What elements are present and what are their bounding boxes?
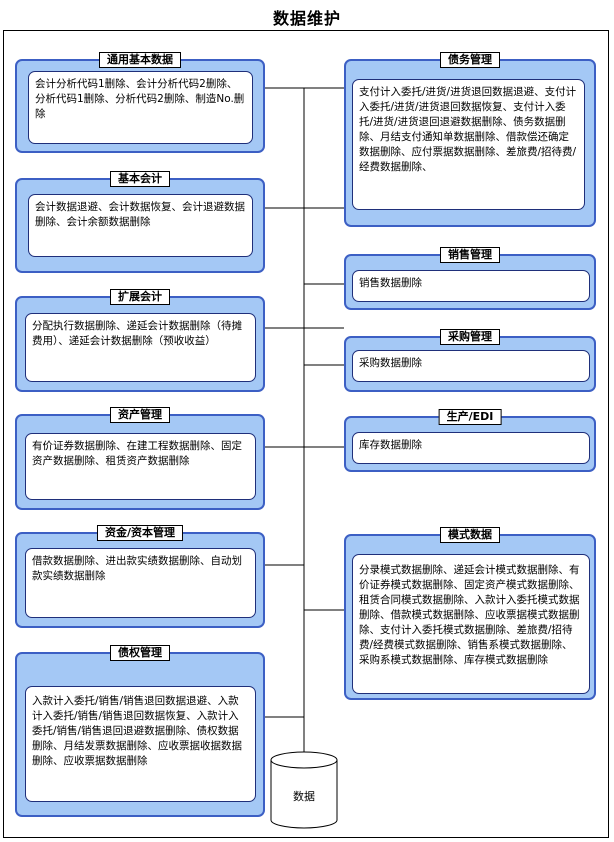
module-title: 采购管理 <box>440 329 500 345</box>
module-body: 会计分析代码1删除、会计分析代码2删除、分析代码1删除、分析代码2删除、制造No… <box>28 71 253 144</box>
module-fund: 资金/资本管理 借款数据删除、进出款实绩数据删除、自动划款实绩数据删除 <box>15 525 265 628</box>
database-label: 数据 <box>293 790 315 803</box>
module-extended-accounting: 扩展会计 分配执行数据删除、递延会计数据删除（待摊费用）、递延会计数据删除（预收… <box>15 289 265 392</box>
module-claims: 债权管理 入款计入委托/销售/销售退回数据退避、入款计入委托/销售/销售退回数据… <box>15 645 265 817</box>
module-asset: 资产管理 有价证券数据删除、在建工程数据删除、固定资产数据删除、租赁资产数据删除 <box>15 407 265 510</box>
module-production: 生产/EDI 库存数据删除 <box>344 409 596 472</box>
module-general: 通用基本数据 会计分析代码1删除、会计分析代码2删除、分析代码1删除、分析代码2… <box>15 52 265 153</box>
module-body: 库存数据删除 <box>352 432 590 464</box>
module-title: 基本会计 <box>110 171 170 187</box>
module-body: 采购数据删除 <box>352 350 590 382</box>
module-basic-accounting: 基本会计 会计数据退避、会计数据恢复、会计退避数据删除、会计余额数据删除 <box>15 171 265 273</box>
module-title: 资金/资本管理 <box>96 525 184 541</box>
module-body: 会计数据退避、会计数据恢复、会计退避数据删除、会计余额数据删除 <box>28 194 253 257</box>
module-debts: 债务管理 支付计入委托/进货/进货退回数据退避、支付计入委托/进货/进货退回数据… <box>344 52 596 227</box>
module-body: 有价证券数据删除、在建工程数据删除、固定资产数据删除、租赁资产数据删除 <box>25 433 256 500</box>
module-title: 生产/EDI <box>438 409 502 425</box>
module-purchase: 采购管理 采购数据删除 <box>344 329 596 392</box>
module-title: 债务管理 <box>440 52 500 68</box>
module-title: 资产管理 <box>110 407 170 423</box>
module-body: 借款数据删除、进出款实绩数据删除、自动划款实绩数据删除 <box>25 548 256 618</box>
module-title: 债权管理 <box>110 645 170 661</box>
module-title: 扩展会计 <box>110 289 170 305</box>
module-title: 通用基本数据 <box>99 52 181 68</box>
module-sales: 销售管理 销售数据删除 <box>344 247 596 310</box>
module-body: 分录模式数据删除、递延会计模式数据删除、有价证券模式数据删除、固定资产模式数据删… <box>352 554 590 694</box>
module-body: 支付计入委托/进货/进货退回数据退避、支付计入委托/进货/进货退回数据恢复、支付… <box>352 79 585 210</box>
outer-frame <box>3 30 609 838</box>
page-title: 数据维护 <box>272 9 341 28</box>
module-title: 销售管理 <box>440 247 500 263</box>
module-body: 入款计入委托/销售/销售退回数据退避、入款计入委托/销售/销售退回数据恢复、入款… <box>25 686 256 802</box>
database-cylinder <box>270 751 338 829</box>
module-body: 销售数据删除 <box>352 270 590 302</box>
module-title: 模式数据 <box>440 527 500 543</box>
module-pattern: 模式数据 分录模式数据删除、递延会计模式数据删除、有价证券模式数据删除、固定资产… <box>344 527 596 700</box>
module-body: 分配执行数据删除、递延会计数据删除（待摊费用）、递延会计数据删除（预收收益） <box>25 313 256 382</box>
